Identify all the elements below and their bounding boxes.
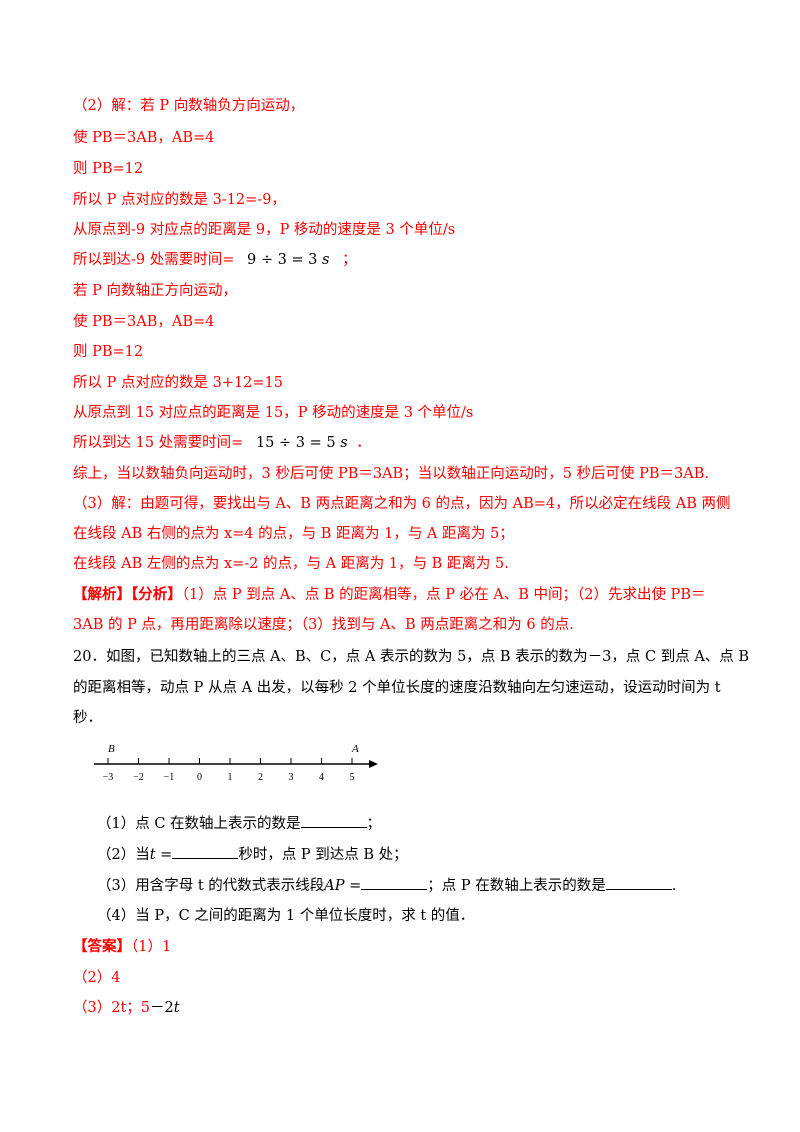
math-variable: t bbox=[149, 847, 156, 863]
problem-statement: 的距离相等，动点 P 从点 A 出发，以每秒 2 个单位长度的速度沿数轴向左匀速… bbox=[73, 680, 721, 696]
answer-line: 【答案】（1）1 bbox=[73, 937, 171, 957]
number-line-tick-label: 4 bbox=[319, 772, 324, 783]
analysis-line: 3AB 的 P 点，再用距离除以速度；（3）找到与 A、B 两点距离之和为 6 … bbox=[73, 617, 574, 633]
solution-line: 则 PB=12 bbox=[73, 344, 144, 360]
analysis-text: （1）点 P 到点 A、点 B 的距离相等，点 P 必在 A、B 中间；（2）先… bbox=[181, 587, 706, 603]
answer-blank[interactable] bbox=[605, 875, 672, 890]
solution-summary: 综上，当以数轴负向运动时，3 秒后可使 PB＝3AB；当以数轴正向运动时，5 秒… bbox=[73, 466, 710, 482]
number-line-tick-label: −1 bbox=[164, 772, 175, 783]
math-equals: = bbox=[155, 847, 173, 863]
answer-blank[interactable] bbox=[300, 813, 367, 828]
analysis-tag: 【解析】 bbox=[73, 586, 131, 603]
solution-line: 从原点到 15 对应点的距离是 15，P 移动的速度是 3 个单位/s bbox=[73, 405, 474, 421]
question-text: 秒时，点 P 到达点 B 处； bbox=[238, 847, 408, 863]
number-line-ticks: −3 −2 −1 0 1 2 3 4 5 bbox=[103, 758, 355, 783]
number-line-tick-label: −2 bbox=[133, 772, 144, 783]
solution-line: 所以到达 15 处需要时间= 15 ÷ 3 = 5 s ． bbox=[73, 433, 371, 453]
question-2: （2）当t = 秒时，点 P 到达点 B 处； bbox=[97, 844, 408, 865]
solution-text: 所以到达-9 处需要时间= bbox=[73, 252, 235, 268]
math-expression: 9 ÷ 3 = 3 bbox=[247, 252, 318, 268]
solution-line: 使 PB＝3AB，AB=4 bbox=[73, 314, 215, 330]
solution-punct: ； bbox=[342, 252, 357, 268]
point-b-label: B bbox=[108, 743, 115, 755]
answer-line: （2）4 bbox=[73, 970, 121, 986]
question-text: （3）用含字母 t 的代数式表示线段 bbox=[97, 878, 325, 894]
math-variable: AP bbox=[324, 878, 345, 894]
solution-line: 所以 P 点对应的数是 3+12=15 bbox=[73, 375, 284, 391]
answer-text: （1）1 bbox=[131, 939, 172, 955]
question-4: （4）当 P，C 之间的距离为 1 个单位长度时，求 t 的值． bbox=[97, 908, 475, 924]
number-line-figure: −3 −2 −1 0 1 2 3 4 5 B A bbox=[94, 743, 378, 783]
problem-statement: 20．如图，已知数轴上的三点 A、B、C，点 A 表示的数为 5，点 B 表示的… bbox=[73, 649, 750, 665]
number-line-tick-label: 2 bbox=[258, 772, 263, 783]
answer-blank[interactable] bbox=[172, 844, 239, 859]
question-1: （1）点 C 在数轴上表示的数是 ； bbox=[97, 813, 381, 834]
point-a-label: A bbox=[351, 743, 359, 755]
solution-line: 在线段 AB 左侧的点为 x=-2 的点，与 A 距离为 1，与 B 距离为 5… bbox=[73, 556, 509, 572]
answer-text: （3）2t；5 bbox=[73, 1000, 151, 1016]
solution-line: 所以 P 点对应的数是 3-12=-9， bbox=[73, 192, 286, 208]
question-text: （1）点 C 在数轴上表示的数是 bbox=[97, 816, 301, 832]
number-line-arrow bbox=[369, 760, 378, 768]
solution-line: 使 PB＝3AB，AB=4 bbox=[73, 130, 215, 146]
solution-text: 所以到达 15 处需要时间= bbox=[73, 435, 244, 451]
question-text: （2）当 bbox=[97, 847, 150, 863]
solution-line: 所以到达-9 处需要时间= 9 ÷ 3 = 3 s ； bbox=[73, 250, 357, 270]
solution-line: （2）解：若 P 向数轴负方向运动， bbox=[73, 98, 305, 114]
solution-line: 则 PB=12 bbox=[73, 161, 144, 177]
analysis-tag: 【分析】 bbox=[131, 586, 182, 603]
solution-punct: ． bbox=[356, 435, 371, 451]
question-text: ；点 P 在数轴上表示的数是 bbox=[427, 878, 606, 894]
number-line-tick-label: 3 bbox=[289, 772, 294, 783]
problem-statement: 秒． bbox=[73, 710, 102, 726]
number-line-tick-label: 1 bbox=[228, 772, 233, 783]
math-expression: －2 bbox=[150, 1000, 174, 1016]
math-equals: = bbox=[344, 878, 362, 894]
number-line-tick-label: 0 bbox=[197, 772, 202, 783]
answer-blank[interactable] bbox=[361, 875, 428, 890]
number-line-tick-label: 5 bbox=[350, 772, 355, 783]
math-variable: s bbox=[340, 435, 348, 451]
answer-line: （3）2t；5－2t bbox=[73, 998, 180, 1018]
solution-line: （3）解：由题可得，要找出与 A、B 两点距离之和为 6 的点，因为 AB=4，… bbox=[73, 496, 731, 512]
number-line-tick-label: −3 bbox=[103, 772, 114, 783]
math-variable: t bbox=[173, 1000, 180, 1016]
math-expression: 15 ÷ 3 = 5 bbox=[255, 435, 336, 451]
solution-line: 在线段 AB 右侧的点为 x=4 的点，与 B 距离为 1，与 A 距离为 5； bbox=[73, 526, 514, 542]
question-punct: ； bbox=[366, 816, 382, 832]
solution-line: 从原点到-9 对应点的距离是 9，P 移动的速度是 3 个单位/s bbox=[73, 222, 456, 238]
question-3: （3）用含字母 t 的代数式表示线段AP = ；点 P 在数轴上表示的数是. bbox=[97, 875, 676, 896]
answer-tag: 【答案】 bbox=[73, 938, 131, 955]
solution-line: 若 P 向数轴正方向运动， bbox=[73, 283, 237, 299]
math-variable: s bbox=[322, 252, 330, 268]
question-punct: . bbox=[671, 878, 677, 894]
analysis-line: 【解析】【分析】（1）点 P 到点 A、点 B 的距离相等，点 P 必在 A、B… bbox=[73, 585, 705, 605]
